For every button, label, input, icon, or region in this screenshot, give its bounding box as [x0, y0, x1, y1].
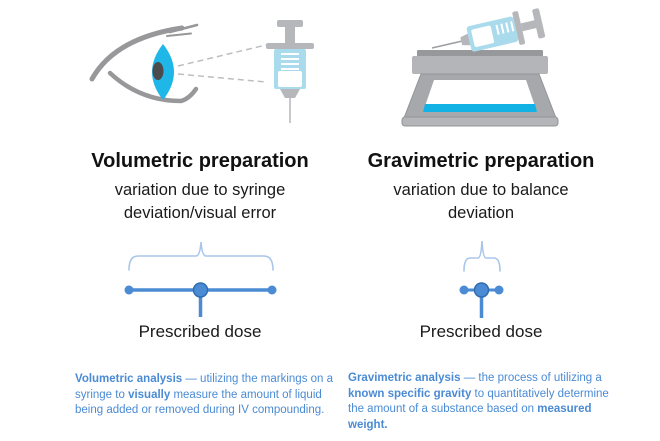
balance-icon	[401, 50, 559, 127]
prescribed-dose-point	[473, 282, 490, 298]
prescribed-dose-point	[192, 282, 209, 298]
gravimetric-subheading-line1: variation due to balance	[393, 181, 569, 199]
volumetric-subheading-line1: variation due to syringe	[114, 181, 286, 199]
syringe-on-balance-icon	[431, 8, 546, 52]
wide-error-bar	[124, 282, 277, 317]
prescribed-dose-label-right: Prescribed dose	[419, 322, 543, 341]
eye-icon	[89, 23, 199, 104]
balance-display	[423, 104, 537, 112]
gravimetric-footnote: Gravimetric analysis — the process of ut…	[348, 372, 609, 431]
volumetric-subheading: variation due to syringe deviation/visua…	[40, 179, 360, 224]
volumetric-subheading-line2: deviation/visual error	[123, 203, 277, 222]
narrow-error-bar	[459, 282, 504, 318]
syringe-icon	[266, 20, 314, 123]
volumetric-heading: Volumetric preparation	[91, 150, 309, 172]
sight-lines	[177, 44, 267, 83]
narrow-variation-brace	[463, 240, 501, 272]
gravimetric-subheading: variation due to balance deviation	[320, 179, 642, 224]
gravimetric-heading: Gravimetric preparation	[367, 150, 595, 172]
prescribed-dose-label-left: Prescribed dose	[138, 322, 262, 341]
pupil	[152, 62, 164, 80]
wide-variation-brace	[128, 241, 274, 271]
volumetric-footnote: Volumetric analysis — utilizing the mark…	[75, 373, 334, 417]
gravimetric-subheading-line2: deviation	[447, 203, 515, 222]
